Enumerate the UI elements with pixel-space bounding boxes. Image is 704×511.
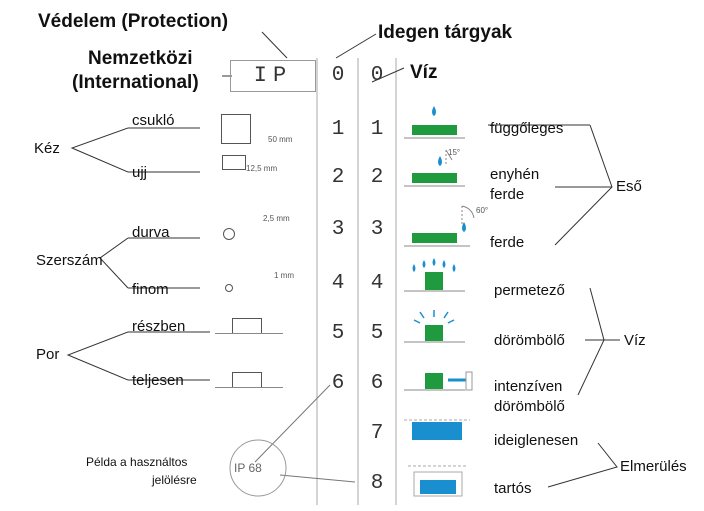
label-tilted: ferde	[490, 234, 525, 251]
solid-zero-digit: 0	[331, 64, 345, 87]
steep-angle-drip-icon	[404, 205, 475, 247]
finger-12mm-square-icon	[222, 155, 246, 170]
item-coarse: durva	[132, 224, 170, 241]
solid-digit-1: 1	[331, 118, 345, 141]
permanent-immersion-icon	[408, 465, 468, 497]
tool-2-5mm-circle-icon	[223, 228, 235, 240]
angle-15-label: 15°	[448, 148, 461, 157]
water-zero-digit: 0	[370, 64, 384, 87]
strong-jet-icon	[404, 371, 473, 391]
international-header-line1: Nemzetközi	[88, 48, 193, 69]
foreign-objects-header: Idegen tárgyak	[378, 22, 513, 43]
label-spray: permetező	[494, 282, 565, 299]
dust-complete-base	[215, 387, 283, 388]
group-water: Víz	[624, 332, 646, 349]
label-slight-line1: enyhén	[490, 166, 540, 183]
label-slight-line2: ferde	[490, 186, 525, 203]
item-partial: részben	[132, 318, 186, 335]
protection-header: Védelem (Protection)	[38, 11, 229, 32]
item-finger: ujj	[132, 164, 148, 181]
item-wrist: csukló	[132, 112, 175, 129]
group-dust: Por	[36, 346, 60, 363]
group-immersion: Elmerülés	[620, 458, 687, 475]
solid-digit-5: 5	[331, 322, 345, 345]
group-hand: Kéz	[34, 140, 60, 157]
angle-60-label: 60°	[476, 206, 489, 215]
water-digit-3: 3	[370, 218, 384, 241]
slight-angle-drip-icon	[404, 149, 465, 187]
tool-1mm-circle-icon	[225, 284, 233, 292]
ip-code-box: IP	[230, 60, 316, 92]
ip-label: IP	[253, 63, 293, 88]
temporary-immersion-icon	[404, 419, 470, 440]
water-digit-7: 7	[370, 422, 384, 445]
hand-50mm-square-icon	[221, 114, 251, 144]
dust-partial-base	[215, 333, 283, 334]
group-tool: Szerszám	[36, 252, 103, 269]
label-strong-jet-line2: dörömbölő	[494, 398, 565, 415]
label-permanent: tartós	[494, 480, 532, 497]
water-digit-5: 5	[370, 322, 384, 345]
solid-digit-4: 4	[331, 272, 345, 295]
water-digit-8: 8	[370, 472, 384, 495]
label-vertical: függőleges	[490, 120, 564, 137]
water-header: Víz	[410, 62, 438, 83]
water-digit-4: 4	[370, 272, 384, 295]
group-rain: Eső	[616, 178, 642, 195]
water-digit-2: 2	[370, 166, 384, 189]
solid-digit-6: 6	[331, 372, 345, 395]
example-caption-line1: Példa a használtos	[86, 455, 188, 469]
spray-icon	[404, 258, 465, 292]
international-header-line2: (International)	[72, 72, 199, 93]
size-12-5mm-label: 12,5 mm	[246, 164, 278, 173]
label-strong-jet-line1: intenzíven	[494, 378, 563, 395]
size-1mm-label: 1 mm	[274, 271, 294, 280]
size-2-5mm-label: 2,5 mm	[263, 214, 290, 223]
jet-icon	[404, 310, 465, 343]
label-temporary: ideiglenesen	[494, 432, 579, 449]
solid-digit-2: 2	[331, 166, 345, 189]
solid-digit-3: 3	[331, 218, 345, 241]
water-digit-6: 6	[370, 372, 384, 395]
label-jet: dörömbölő	[494, 332, 565, 349]
item-complete: teljesen	[132, 372, 184, 389]
item-fine: finom	[132, 281, 169, 298]
size-50mm-label: 50 mm	[268, 135, 293, 144]
example-ip-code: IP 68	[234, 461, 262, 475]
example-caption-line2: jelölésre	[152, 473, 197, 487]
vertical-drip-icon	[404, 106, 465, 139]
water-digit-1: 1	[370, 118, 384, 141]
